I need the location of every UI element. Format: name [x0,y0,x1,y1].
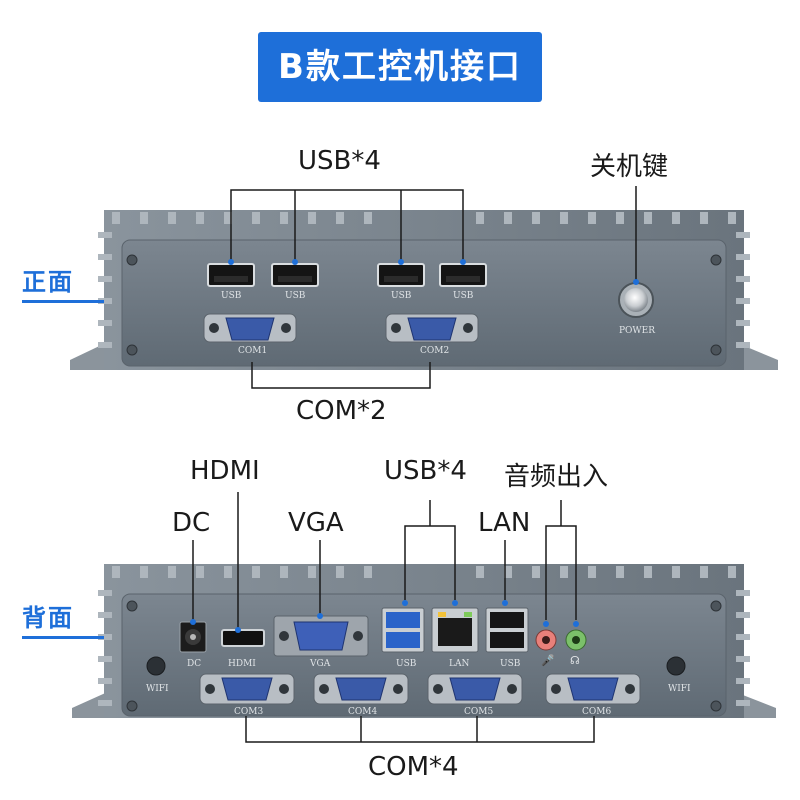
audio-callout: 音频出入 [504,462,609,492]
headphone-icon: ☊ [570,654,580,667]
front-com-callout: COM*2 [296,396,387,426]
front-callout-dots [228,259,639,285]
title-banner [258,32,542,102]
com5-label: COM5 [464,707,494,717]
usb-b-port-label: USB [500,659,521,669]
back-callout-dots [190,600,579,633]
back-ports [179,607,641,705]
lan-callout: LAN [478,508,531,538]
vga-port-label: VGA [310,659,331,669]
usb3-label: USB [391,291,412,301]
vga-callout: VGA [288,508,344,538]
com4-label: COM4 [348,707,378,717]
usb4-label: USB [453,291,474,301]
wifi-left-label: WIFI [146,684,169,694]
microphone-icon: 🎤 [541,654,555,667]
usb1-label: USB [221,291,242,301]
front-side-label: 正面 [22,268,74,296]
page-title: B款工控机接口 [278,47,522,87]
hdmi-callout: HDMI [190,456,260,486]
usb2-label: USB [285,291,306,301]
com3-label: COM3 [234,707,264,717]
back-side-label: 背面 [22,604,74,632]
back-side-underline [22,636,104,639]
lan-port-label: LAN [449,659,470,669]
power-button-illustration [618,282,654,318]
com1-label: COM1 [238,346,268,356]
dc-port-label: DC [187,659,202,669]
back-com-callout: COM*4 [368,752,459,782]
wifi-right-label: WIFI [668,684,691,694]
usb-a-port-label: USB [396,659,417,669]
back-callout-lines [192,492,595,743]
front-callout-lines [230,186,637,389]
power-key-callout: 关机键 [590,152,669,182]
power-label: POWER [619,326,656,336]
front-usb-ports [207,263,487,287]
hdmi-port-label: HDMI [228,659,256,669]
dc-callout: DC [172,508,211,538]
com6-label: COM6 [582,707,612,717]
com2-label: COM2 [420,346,450,356]
front-side-underline [22,300,104,303]
back-usb-callout: USB*4 [384,456,467,486]
front-usb-callout: USB*4 [298,146,381,176]
front-com-ports [203,313,479,343]
